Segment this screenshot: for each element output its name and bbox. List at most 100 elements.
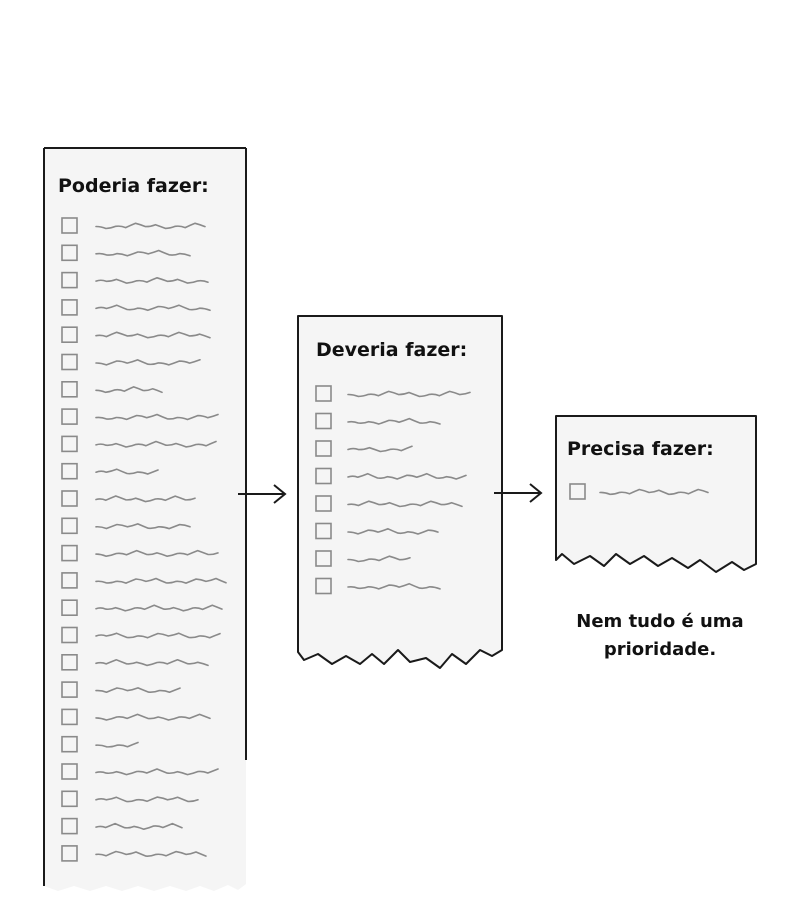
paper-sheet-deveria bbox=[297, 315, 503, 669]
checkbox-icon bbox=[61, 490, 78, 507]
checkbox-icon bbox=[61, 817, 78, 835]
scribble-line bbox=[347, 555, 411, 563]
list-item bbox=[61, 681, 181, 698]
scribble-line bbox=[599, 488, 709, 496]
checkbox-icon bbox=[61, 544, 78, 562]
scribble-line bbox=[95, 687, 181, 694]
list-item bbox=[61, 408, 219, 425]
list-item bbox=[61, 544, 219, 562]
scribble-line bbox=[95, 440, 217, 448]
scribble-line bbox=[95, 359, 201, 366]
checkbox-icon bbox=[315, 467, 332, 485]
checkbox-icon bbox=[61, 353, 78, 371]
checklist-precisa bbox=[569, 483, 709, 500]
list-item bbox=[315, 495, 463, 512]
list-item bbox=[61, 653, 209, 671]
list-item bbox=[61, 735, 139, 753]
checkbox-icon bbox=[61, 380, 78, 398]
list-precisa-fazer: Precisa fazer: bbox=[555, 415, 757, 573]
list-deveria-fazer: Deveria fazer: bbox=[297, 315, 503, 669]
scribble-line bbox=[95, 577, 227, 584]
list-item bbox=[61, 299, 211, 316]
checkbox-icon bbox=[315, 577, 332, 595]
scribble-line bbox=[95, 741, 139, 748]
checkbox-icon bbox=[569, 483, 586, 500]
scribble-line bbox=[95, 304, 211, 312]
scribble-line bbox=[95, 796, 199, 803]
list-item bbox=[315, 467, 467, 485]
list-item bbox=[315, 385, 471, 402]
list-item bbox=[61, 817, 183, 835]
scribble-line bbox=[95, 523, 191, 530]
list-item bbox=[61, 271, 209, 289]
checkbox-icon bbox=[61, 517, 78, 535]
checkbox-icon bbox=[61, 708, 78, 726]
scribble-line bbox=[95, 850, 207, 857]
checkbox-icon bbox=[315, 385, 332, 402]
checkbox-icon bbox=[61, 408, 78, 425]
scribble-line bbox=[347, 445, 413, 453]
checkbox-icon bbox=[61, 435, 78, 453]
list-item bbox=[61, 517, 191, 535]
checkbox-icon bbox=[61, 462, 78, 480]
checkbox-icon bbox=[315, 550, 332, 567]
scribble-line bbox=[95, 768, 219, 776]
arrow-right-icon bbox=[494, 483, 543, 503]
list-item bbox=[315, 522, 439, 540]
scribble-line bbox=[347, 472, 467, 480]
list-title-poderia: Poderia fazer: bbox=[58, 175, 209, 197]
list-poderia-fazer: Poderia fazer: bbox=[43, 147, 247, 891]
list-item bbox=[315, 550, 411, 567]
list-item bbox=[315, 577, 441, 595]
list-item bbox=[61, 599, 223, 617]
scribble-line bbox=[95, 658, 209, 667]
list-item bbox=[61, 572, 227, 589]
list-item bbox=[61, 708, 211, 726]
scribble-line bbox=[347, 390, 471, 398]
list-item bbox=[61, 790, 199, 808]
paper-sheet-poderia bbox=[44, 148, 246, 891]
checkbox-icon bbox=[61, 271, 78, 289]
scribble-line bbox=[347, 527, 439, 535]
list-item bbox=[315, 440, 413, 457]
list-item bbox=[61, 626, 221, 644]
checkbox-icon bbox=[61, 299, 78, 316]
caption-line-1: Nem tudo é uma bbox=[576, 611, 743, 632]
list-item bbox=[61, 326, 211, 344]
list-item bbox=[61, 244, 191, 262]
arrow-right-icon bbox=[238, 484, 287, 504]
checkbox-icon bbox=[61, 790, 78, 808]
scribble-line bbox=[95, 222, 206, 230]
list-item bbox=[61, 763, 219, 780]
checkbox-icon bbox=[61, 217, 78, 234]
scribble-line bbox=[95, 331, 211, 339]
scribble-line bbox=[95, 495, 196, 503]
scribble-line bbox=[95, 632, 221, 639]
checklist-deveria bbox=[315, 385, 471, 595]
list-item bbox=[315, 412, 441, 430]
scribble-line bbox=[95, 713, 211, 721]
scribble-line bbox=[95, 549, 219, 558]
list-item bbox=[61, 845, 207, 862]
list-title-deveria: Deveria fazer: bbox=[316, 339, 467, 361]
checkbox-icon bbox=[61, 763, 78, 780]
caption-line-2: prioridade. bbox=[604, 639, 716, 660]
list-item bbox=[61, 435, 217, 453]
checkbox-icon bbox=[315, 495, 332, 512]
checkbox-icon bbox=[61, 572, 78, 589]
scribble-line bbox=[347, 500, 463, 508]
scribble-line bbox=[95, 822, 183, 831]
scribble-line bbox=[347, 582, 441, 590]
checklist-poderia bbox=[61, 217, 227, 862]
checkbox-icon bbox=[61, 681, 78, 698]
scribble-line bbox=[347, 417, 441, 425]
scribble-line bbox=[95, 386, 163, 394]
checkbox-icon bbox=[61, 653, 78, 671]
scribble-line bbox=[95, 468, 159, 475]
scribble-line bbox=[95, 276, 209, 284]
checkbox-icon bbox=[315, 522, 332, 540]
scribble-line bbox=[95, 604, 223, 612]
checkbox-icon bbox=[61, 244, 78, 262]
checkbox-icon bbox=[61, 326, 78, 344]
